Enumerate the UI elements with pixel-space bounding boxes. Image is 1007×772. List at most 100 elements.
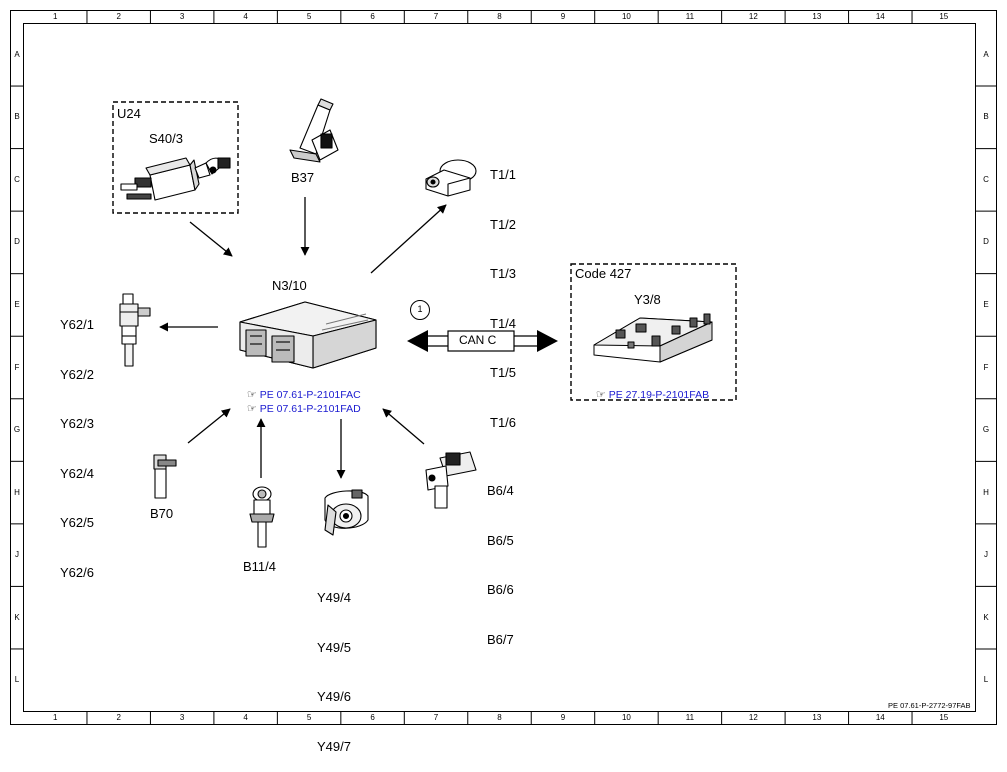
- row-letter: J: [984, 550, 988, 560]
- note-marker-circle: [410, 300, 430, 320]
- y49-label-list: Y49/4 Y49/5 Y49/6 Y49/7: [317, 557, 351, 772]
- row-letter: H: [983, 487, 989, 497]
- row-letter: L: [983, 675, 989, 685]
- code427-dashed-box: [570, 263, 737, 401]
- t1-label: T1/6: [490, 414, 517, 430]
- pointing-hand-icon: ☞: [595, 389, 606, 401]
- column-number: 12: [748, 713, 758, 722]
- column-number: 9: [560, 713, 566, 722]
- column-number: 9: [560, 11, 566, 21]
- column-number: 8: [497, 11, 502, 21]
- b114-sensor-drawing: [249, 486, 275, 548]
- arrow-n3-to-t1: [370, 204, 447, 274]
- row-letter: G: [982, 425, 990, 435]
- column-number: 7: [433, 11, 439, 21]
- b70-label: B70: [150, 506, 174, 521]
- column-number: 1: [52, 713, 58, 722]
- t1-label: T1/5: [490, 365, 517, 380]
- u24-dashed-box: [112, 101, 239, 214]
- n3-reference-1[interactable]: ☞PE 07.61-P-2101FAC: [241, 374, 361, 402]
- column-number: 14: [875, 11, 885, 21]
- b6-label: B6/4: [487, 483, 514, 498]
- column-number: 11: [685, 11, 695, 21]
- column-number: 13: [812, 713, 822, 722]
- b6-label-list: B6/4 B6/5 B6/6 B6/7: [487, 450, 514, 665]
- arrow-b70-to-n3: [187, 408, 231, 444]
- inner-frame: [23, 23, 976, 712]
- column-number: 4: [243, 713, 248, 722]
- row-letter: K: [14, 612, 20, 622]
- reference-link[interactable]: PE 27.19-P-2101FAB: [608, 389, 710, 401]
- y38-reference[interactable]: ☞PE 27.19-P-2101FAB: [590, 374, 709, 402]
- y62-label: Y62/3: [60, 416, 94, 431]
- y38-valve-body-drawing: [593, 313, 713, 363]
- y49-label: Y49/7: [317, 738, 351, 754]
- row-letter: B: [14, 112, 20, 122]
- s40-label: S40/3: [149, 131, 183, 146]
- column-number: 15: [939, 11, 949, 21]
- row-letter: H: [14, 487, 20, 497]
- y38-label: Y3/8: [634, 292, 661, 307]
- y49-label: Y49/5: [317, 639, 351, 655]
- b6-label: B6/6: [487, 582, 514, 597]
- column-number: 6: [370, 713, 375, 722]
- column-number: 3: [179, 11, 185, 21]
- row-letter: L: [14, 675, 20, 685]
- y62-label: Y62/5: [60, 515, 94, 530]
- column-ticks: [86, 10, 913, 725]
- row-letter: C: [14, 174, 20, 184]
- b114-label: B11/4: [243, 559, 277, 574]
- row-letter: F: [983, 362, 989, 372]
- pointing-hand-icon: ☞: [246, 389, 257, 401]
- outer-frame: [10, 10, 997, 725]
- column-number: 10: [621, 713, 631, 722]
- can-c-label: CAN C: [459, 333, 497, 347]
- column-number: 6: [370, 11, 375, 21]
- s40-relay-drawing: [120, 157, 231, 201]
- b6-sensor-drawing: [425, 451, 477, 509]
- n3-reference-2[interactable]: ☞PE 07.61-P-2101FAD: [241, 388, 361, 416]
- t1-label: T1/2: [490, 216, 517, 232]
- y62-injector-drawing: [119, 293, 151, 367]
- column-number: 13: [812, 11, 822, 21]
- column-number: 4: [243, 11, 248, 21]
- u24-label: U24: [117, 106, 141, 121]
- b37-pedal-drawing: [289, 98, 339, 163]
- pointing-hand-icon: ☞: [246, 403, 257, 415]
- b6-label: B6/7: [487, 631, 514, 647]
- column-number: 11: [685, 713, 695, 722]
- t1-label: T1/3: [490, 266, 517, 281]
- y49-adjuster-drawing: [324, 489, 369, 536]
- column-number: 7: [433, 713, 439, 722]
- t1-label: T1/1: [490, 167, 517, 182]
- code427-label: Code 427: [575, 266, 632, 281]
- y62-label-list: Y62/1 Y62/2 Y62/3 Y62/4 Y62/5 Y62/6: [60, 284, 94, 598]
- y49-label: Y49/6: [317, 689, 351, 704]
- column-number: 10: [621, 11, 631, 21]
- row-letter: D: [983, 237, 989, 247]
- reference-link[interactable]: PE 07.61-P-2101FAD: [259, 403, 361, 415]
- column-number: 8: [497, 713, 502, 722]
- row-letter: A: [14, 49, 20, 59]
- reference-link[interactable]: PE 07.61-P-2101FAC: [259, 389, 361, 401]
- column-number: 12: [748, 11, 758, 21]
- arrow-b6-to-n3: [382, 408, 425, 445]
- row-ticks: [10, 85, 997, 650]
- column-number: 5: [306, 11, 312, 21]
- row-letter: G: [13, 425, 21, 435]
- b37-label: B37: [291, 170, 315, 185]
- column-number: 2: [116, 713, 121, 722]
- y62-label: Y62/1: [60, 317, 94, 332]
- row-letter: D: [14, 237, 20, 247]
- row-letter: E: [14, 299, 20, 309]
- y62-label: Y62/2: [60, 366, 94, 382]
- note-marker: 1: [417, 304, 423, 314]
- b6-label: B6/5: [487, 532, 514, 548]
- y62-label: Y62/4: [60, 465, 94, 481]
- y62-label: Y62/6: [60, 564, 94, 580]
- row-letter: K: [983, 612, 989, 622]
- diagram-graphics: [10, 10, 997, 725]
- arrow-s40-to-n3: [189, 221, 233, 257]
- column-number: 15: [939, 713, 949, 722]
